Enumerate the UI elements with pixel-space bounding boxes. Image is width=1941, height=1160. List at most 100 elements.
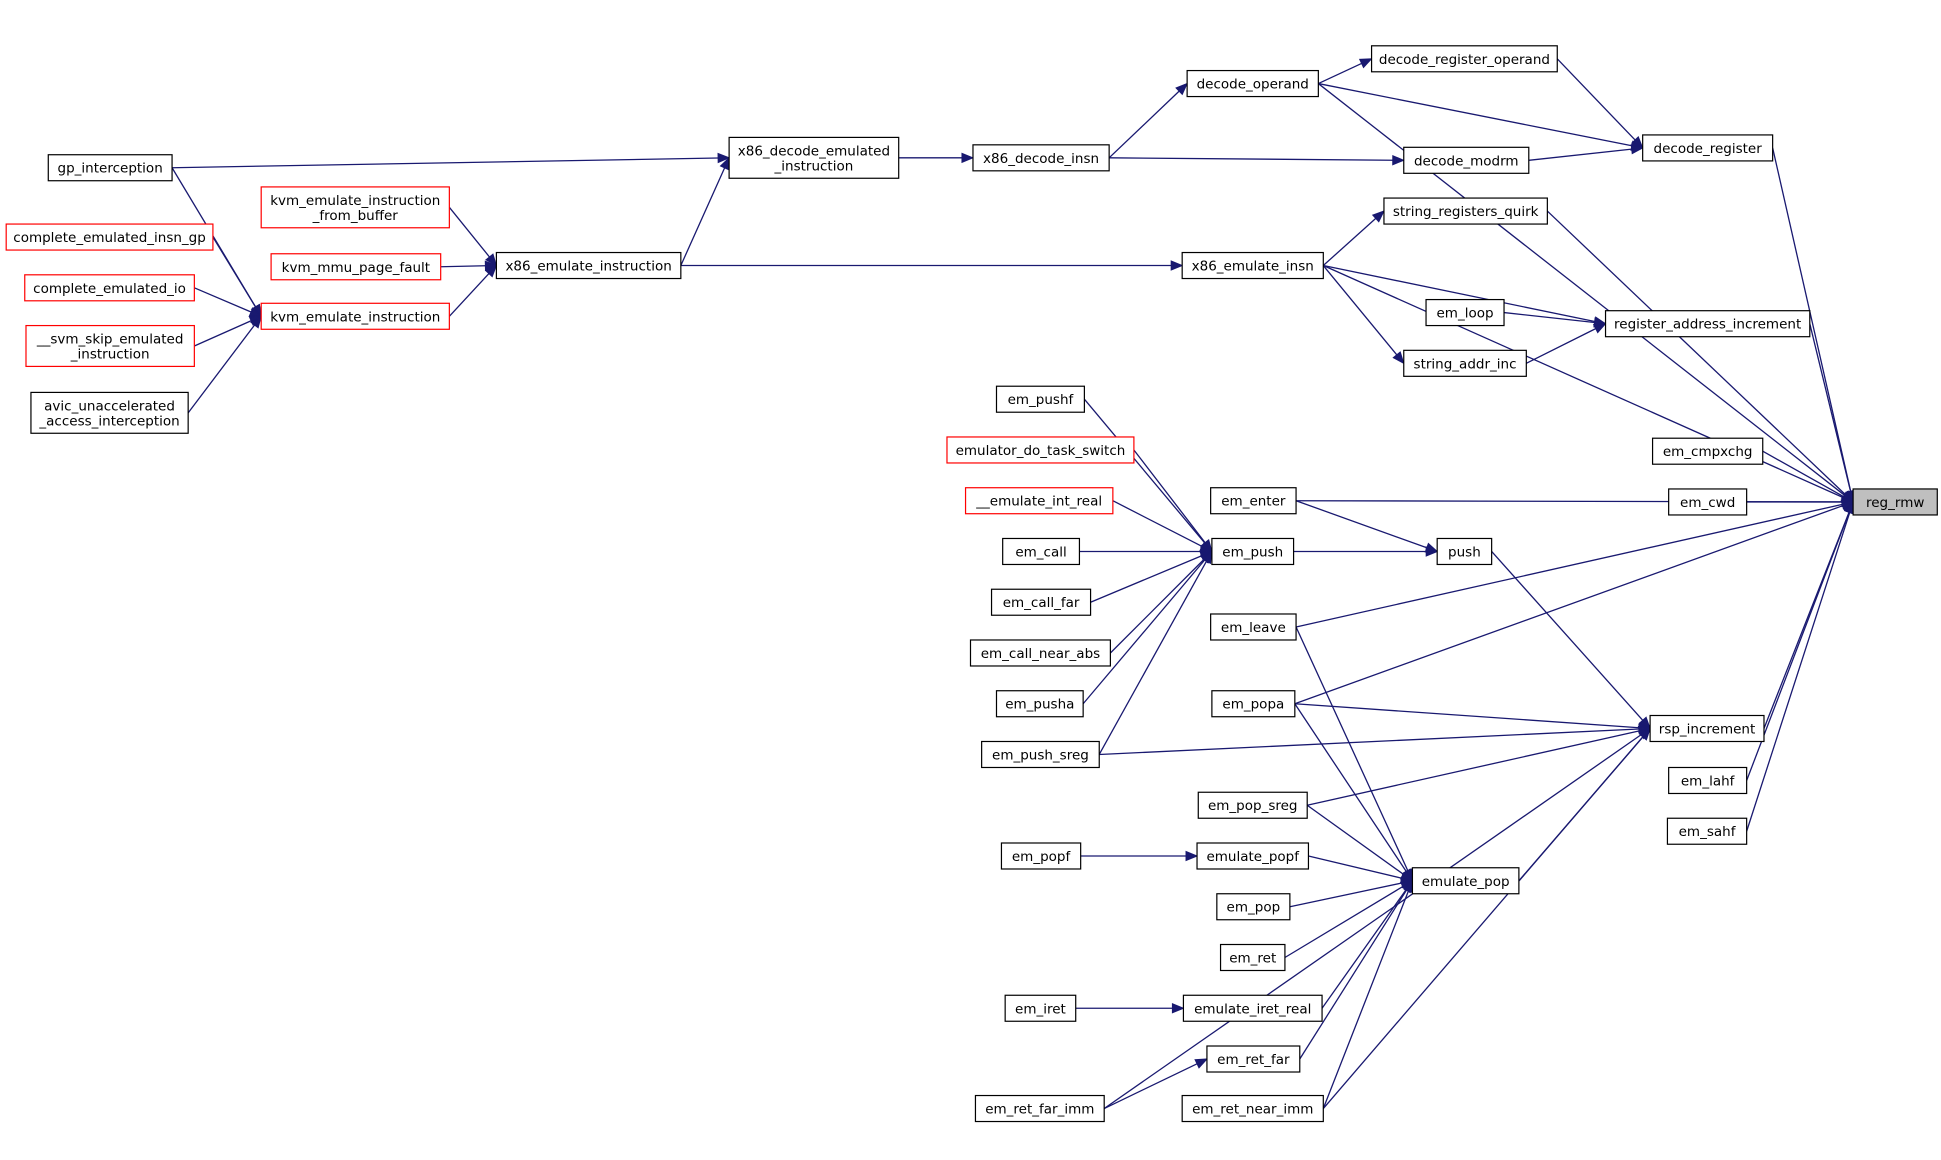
node-box-x86_emulate_insn[interactable] — [1181, 251, 1324, 280]
node-box-avic_unaccelerated_access_interception[interactable] — [30, 391, 189, 434]
node-box-x86_decode_insn[interactable] — [972, 144, 1110, 172]
node-em_loop[interactable]: em_loop — [1425, 298, 1505, 327]
node-box-em_call_near_abs[interactable] — [969, 639, 1111, 667]
node-em_ret_near_imm[interactable]: em_ret_near_imm — [1181, 1094, 1324, 1123]
node-svm_skip_emulated_instruction[interactable]: __svm_skip_emulated_instruction — [25, 324, 195, 368]
node-box-rsp_increment[interactable] — [1649, 714, 1765, 743]
node-box-em_loop[interactable] — [1425, 298, 1505, 327]
node-string_registers_quirk[interactable]: string_registers_quirk — [1383, 197, 1548, 225]
node-box-kvm_mmu_page_fault[interactable] — [270, 253, 442, 281]
node-box-em_pop[interactable] — [1216, 893, 1291, 921]
node-em_ret_far[interactable]: em_ret_far — [1206, 1045, 1301, 1073]
node-em_cmpxchg[interactable]: em_cmpxchg — [1651, 437, 1764, 465]
node-box-decode_register[interactable] — [1642, 134, 1774, 162]
node-box-emulator_do_task_switch[interactable] — [946, 436, 1135, 464]
node-box-em_iret[interactable] — [1004, 994, 1077, 1022]
node-box-em_enter[interactable] — [1210, 487, 1297, 515]
node-em_leave[interactable]: em_leave — [1210, 613, 1297, 641]
node-box-em_popa[interactable] — [1211, 690, 1296, 718]
node-box-kvm_emulate_instruction_from_buffer[interactable] — [260, 186, 450, 229]
node-box-em_ret_far_imm[interactable] — [974, 1094, 1105, 1123]
node-emulate_pop[interactable]: emulate_pop — [1411, 867, 1520, 895]
node-em_popa[interactable]: em_popa — [1211, 690, 1296, 718]
node-box-em_call[interactable] — [1002, 537, 1081, 566]
node-box-em_leave[interactable] — [1210, 613, 1297, 641]
node-em_call_near_abs[interactable]: em_call_near_abs — [969, 639, 1111, 667]
node-em_pushf[interactable]: em_pushf — [995, 385, 1085, 413]
node-em_cwd[interactable]: em_cwd — [1668, 488, 1748, 516]
node-em_push_sreg[interactable]: em_push_sreg — [981, 740, 1100, 769]
node-box-em_cwd[interactable] — [1668, 488, 1748, 516]
node-x86_emulate_instruction[interactable]: x86_emulate_instruction — [495, 251, 682, 280]
node-emulate_int_real[interactable]: __emulate_int_real — [964, 487, 1114, 515]
node-decode_register[interactable]: decode_register — [1642, 134, 1774, 162]
node-em_enter[interactable]: em_enter — [1210, 487, 1297, 515]
node-box-em_push_sreg[interactable] — [981, 740, 1100, 769]
node-box-emulate_pop[interactable] — [1411, 867, 1520, 895]
node-box-svm_skip_emulated_instruction[interactable] — [25, 324, 195, 368]
node-box-em_pushf[interactable] — [995, 385, 1085, 413]
node-box-emulate_int_real[interactable] — [964, 487, 1114, 515]
node-box-string_addr_inc[interactable] — [1403, 349, 1527, 377]
node-box-x86_emulate_instruction[interactable] — [495, 251, 682, 280]
node-gp_interception[interactable]: gp_interception — [47, 154, 173, 182]
node-box-em_lahf[interactable] — [1668, 766, 1748, 795]
node-x86_decode_insn[interactable]: x86_decode_insn — [972, 144, 1110, 172]
node-x86_decode_emulated_instruction[interactable]: x86_decode_emulated_instruction — [728, 136, 900, 179]
node-em_pusha[interactable]: em_pusha — [995, 690, 1084, 718]
node-x86_emulate_insn[interactable]: x86_emulate_insn — [1181, 251, 1324, 280]
node-em_ret_far_imm[interactable]: em_ret_far_imm — [974, 1094, 1105, 1123]
node-box-em_ret_near_imm[interactable] — [1181, 1094, 1324, 1123]
node-box-em_sahf[interactable] — [1666, 817, 1748, 845]
node-emulator_do_task_switch[interactable]: emulator_do_task_switch — [946, 436, 1135, 464]
node-box-reg_rmw[interactable] — [1852, 488, 1938, 516]
node-box-complete_emulated_io[interactable] — [24, 274, 195, 302]
node-complete_emulated_io[interactable]: complete_emulated_io — [24, 274, 195, 302]
node-box-em_pusha[interactable] — [995, 690, 1084, 718]
node-em_popf[interactable]: em_popf — [1000, 842, 1082, 870]
node-em_pop[interactable]: em_pop — [1216, 893, 1291, 921]
node-emulate_popf[interactable]: emulate_popf — [1196, 842, 1310, 870]
node-reg_rmw[interactable]: reg_rmw — [1852, 488, 1938, 516]
node-box-x86_decode_emulated_instruction[interactable] — [728, 136, 900, 179]
node-box-em_call_far[interactable] — [990, 588, 1092, 616]
node-em_push[interactable]: em_push — [1211, 537, 1295, 566]
node-decode_register_operand[interactable]: decode_register_operand — [1370, 45, 1558, 73]
node-em_lahf[interactable]: em_lahf — [1668, 766, 1748, 795]
node-box-em_popf[interactable] — [1000, 842, 1082, 870]
node-box-string_registers_quirk[interactable] — [1383, 197, 1548, 225]
node-box-emulate_iret_real[interactable] — [1182, 994, 1323, 1022]
node-rsp_increment[interactable]: rsp_increment — [1649, 714, 1765, 743]
node-emulate_iret_real[interactable]: emulate_iret_real — [1182, 994, 1323, 1022]
node-box-push[interactable] — [1436, 537, 1493, 566]
node-box-em_cmpxchg[interactable] — [1651, 437, 1764, 465]
node-push[interactable]: push — [1436, 537, 1493, 566]
node-decode_modrm[interactable]: decode_modrm — [1403, 146, 1530, 174]
node-box-decode_operand[interactable] — [1186, 69, 1319, 98]
node-box-emulate_popf[interactable] — [1196, 842, 1310, 870]
node-string_addr_inc[interactable]: string_addr_inc — [1403, 349, 1527, 377]
node-kvm_mmu_page_fault[interactable]: kvm_mmu_page_fault — [270, 253, 442, 281]
node-em_iret[interactable]: em_iret — [1004, 994, 1077, 1022]
node-kvm_emulate_instruction_from_buffer[interactable]: kvm_emulate_instruction_from_buffer — [260, 186, 450, 229]
node-decode_operand[interactable]: decode_operand — [1186, 69, 1319, 98]
node-em_ret[interactable]: em_ret — [1219, 943, 1286, 972]
node-em_call[interactable]: em_call — [1002, 537, 1081, 566]
node-box-decode_register_operand[interactable] — [1370, 45, 1558, 73]
node-box-register_address_increment[interactable] — [1604, 310, 1811, 338]
node-box-em_push[interactable] — [1211, 537, 1295, 566]
node-register_address_increment[interactable]: register_address_increment — [1604, 310, 1811, 338]
node-box-decode_modrm[interactable] — [1403, 146, 1530, 174]
node-em_pop_sreg[interactable]: em_pop_sreg — [1197, 791, 1308, 819]
node-box-complete_emulated_insn_gp[interactable] — [5, 223, 214, 251]
node-complete_emulated_insn_gp[interactable]: complete_emulated_insn_gp — [5, 223, 214, 251]
node-box-em_pop_sreg[interactable] — [1197, 791, 1308, 819]
node-kvm_emulate_instruction[interactable]: kvm_emulate_instruction — [260, 302, 450, 330]
node-box-kvm_emulate_instruction[interactable] — [260, 302, 450, 330]
node-em_sahf[interactable]: em_sahf — [1666, 817, 1748, 845]
node-box-em_ret_far[interactable] — [1206, 1045, 1301, 1073]
node-em_call_far[interactable]: em_call_far — [990, 588, 1092, 616]
node-box-gp_interception[interactable] — [47, 154, 173, 182]
node-avic_unaccelerated_access_interception[interactable]: avic_unaccelerated_access_interception — [30, 391, 189, 434]
node-box-em_ret[interactable] — [1219, 943, 1286, 972]
